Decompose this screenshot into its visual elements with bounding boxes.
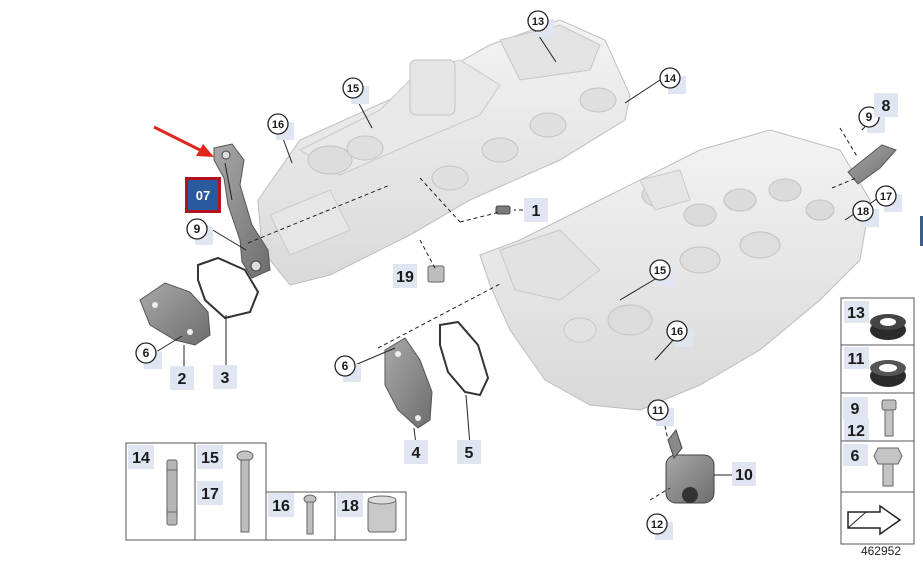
callout-label: 14 — [664, 73, 677, 85]
stud-icon — [166, 459, 178, 526]
callout-label: 16 — [671, 326, 683, 338]
upper-cylinder-head[interactable] — [257, 19, 631, 286]
callout-label: 16 — [272, 119, 284, 131]
legend-b16[interactable]: 16 — [268, 493, 294, 517]
legend-b18[interactable]: 18 — [337, 493, 363, 517]
callout-label: 1 — [532, 203, 541, 220]
callout-label: 3 — [221, 370, 230, 387]
callout-c12[interactable]: 12 — [646, 513, 673, 540]
callout-c16_top[interactable]: 16 — [267, 113, 294, 140]
callout-label: 18 — [857, 206, 869, 218]
callout-c10[interactable]: 10 — [732, 462, 756, 486]
o-ring-icon — [870, 360, 906, 387]
sleeve-part[interactable] — [427, 265, 445, 283]
legend-r6[interactable]: 6 — [843, 444, 868, 466]
callout-label: 12 — [651, 519, 663, 531]
selected-part-badge[interactable]: 07 — [185, 177, 221, 213]
callout-c6_left[interactable]: 6 — [135, 342, 162, 369]
legend-label: 6 — [851, 448, 860, 465]
callout-label: 5 — [465, 445, 474, 462]
callout-label: 15 — [347, 83, 359, 95]
seal-ring-icon — [870, 314, 906, 340]
callout-c15_top[interactable]: 15 — [342, 77, 369, 104]
legend-r11[interactable]: 11 — [844, 347, 869, 369]
callout-label: 10 — [735, 467, 753, 484]
legend-label: 12 — [847, 423, 865, 440]
callout-label: 9 — [866, 110, 873, 124]
callout-c19[interactable]: 19 — [393, 264, 417, 288]
legend-b14[interactable]: 14 — [128, 445, 154, 469]
sensor-8-part[interactable] — [847, 144, 897, 185]
callout-c11[interactable]: 11 — [647, 399, 674, 426]
callout-label: 2 — [178, 371, 187, 388]
side-panel-tab[interactable] — [920, 216, 923, 246]
hex-bolt-icon — [873, 447, 903, 487]
gasket-middle[interactable] — [439, 320, 490, 397]
callout-label: 9 — [194, 222, 201, 236]
callout-c4[interactable]: 4 — [404, 440, 428, 464]
bolt-short-icon — [303, 494, 317, 535]
navigation-arrow-icon[interactable] — [847, 504, 902, 536]
callout-label: 19 — [396, 269, 414, 286]
sensor-part[interactable] — [495, 205, 511, 215]
callout-c18_right[interactable]: 18 — [852, 200, 879, 227]
callout-label: 17 — [880, 191, 892, 203]
callout-c16_mid[interactable]: 16 — [666, 320, 693, 347]
callout-c6_mid[interactable]: 6 — [334, 355, 361, 382]
callout-c17_right[interactable]: 17 — [875, 185, 902, 212]
diagram-id: 462952 — [860, 544, 901, 558]
callout-label: 15 — [654, 265, 666, 277]
callout-label: 11 — [652, 405, 664, 417]
sleeve-icon — [367, 495, 397, 533]
callout-label: 13 — [532, 16, 544, 28]
legend-label: 16 — [272, 498, 290, 515]
callout-label: 8 — [882, 98, 891, 115]
callout-c8[interactable]: 8 — [874, 93, 898, 117]
legend-r13[interactable]: 13 — [844, 301, 869, 323]
legend-b15[interactable]: 15 — [197, 445, 223, 469]
gasket-left[interactable] — [197, 256, 260, 320]
callout-c13_top[interactable]: 13 — [527, 10, 554, 37]
legend-label: 13 — [847, 305, 865, 322]
legend-r12[interactable]: 12 — [844, 419, 869, 441]
legend-label: 14 — [132, 450, 150, 467]
legend-bottom-grid — [125, 442, 407, 541]
callout-label: 6 — [342, 359, 349, 373]
callout-c14_top[interactable]: 14 — [659, 67, 686, 94]
pointer-arrow — [153, 125, 214, 157]
cover-middle[interactable] — [384, 337, 433, 429]
legend-right-panel — [840, 297, 915, 545]
legend-label: 9 — [851, 401, 860, 418]
callout-c5[interactable]: 5 — [457, 440, 481, 464]
legend-label: 15 — [201, 450, 219, 467]
leader-lines — [247, 127, 859, 501]
selected-part-number: 07 — [188, 180, 218, 210]
legend-label: 17 — [201, 486, 219, 503]
callout-c9_left[interactable]: 9 — [186, 218, 213, 245]
legend-r9[interactable]: 9 — [843, 397, 868, 419]
cover-left[interactable] — [139, 282, 211, 346]
bolt-long-icon — [236, 450, 254, 533]
callout-label: 6 — [143, 346, 150, 360]
callout-c1[interactable]: 1 — [524, 198, 548, 222]
socket-screw-icon — [881, 399, 897, 437]
solenoid-valve-part[interactable] — [665, 428, 715, 504]
legend-label: 18 — [341, 498, 359, 515]
callout-c2[interactable]: 2 — [170, 366, 194, 390]
callout-label: 4 — [412, 445, 421, 462]
callout-c3[interactable]: 3 — [213, 365, 237, 389]
legend-b17[interactable]: 17 — [197, 481, 223, 505]
legend-label: 11 — [848, 351, 865, 368]
callout-c15_mid[interactable]: 15 — [649, 259, 676, 286]
